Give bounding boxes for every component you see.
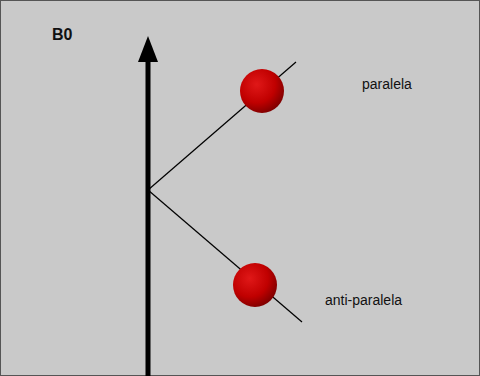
field-axis: [146, 60, 151, 376]
state-label: paralela: [362, 76, 412, 92]
field-label: B0: [52, 26, 72, 44]
state-label: anti-paralela: [325, 292, 402, 308]
parallel-line: [148, 62, 296, 190]
spin-sphere: [240, 69, 284, 113]
spin-sphere: [233, 263, 277, 307]
field-arrowhead: [138, 36, 158, 62]
antiparallel-line: [148, 190, 302, 322]
